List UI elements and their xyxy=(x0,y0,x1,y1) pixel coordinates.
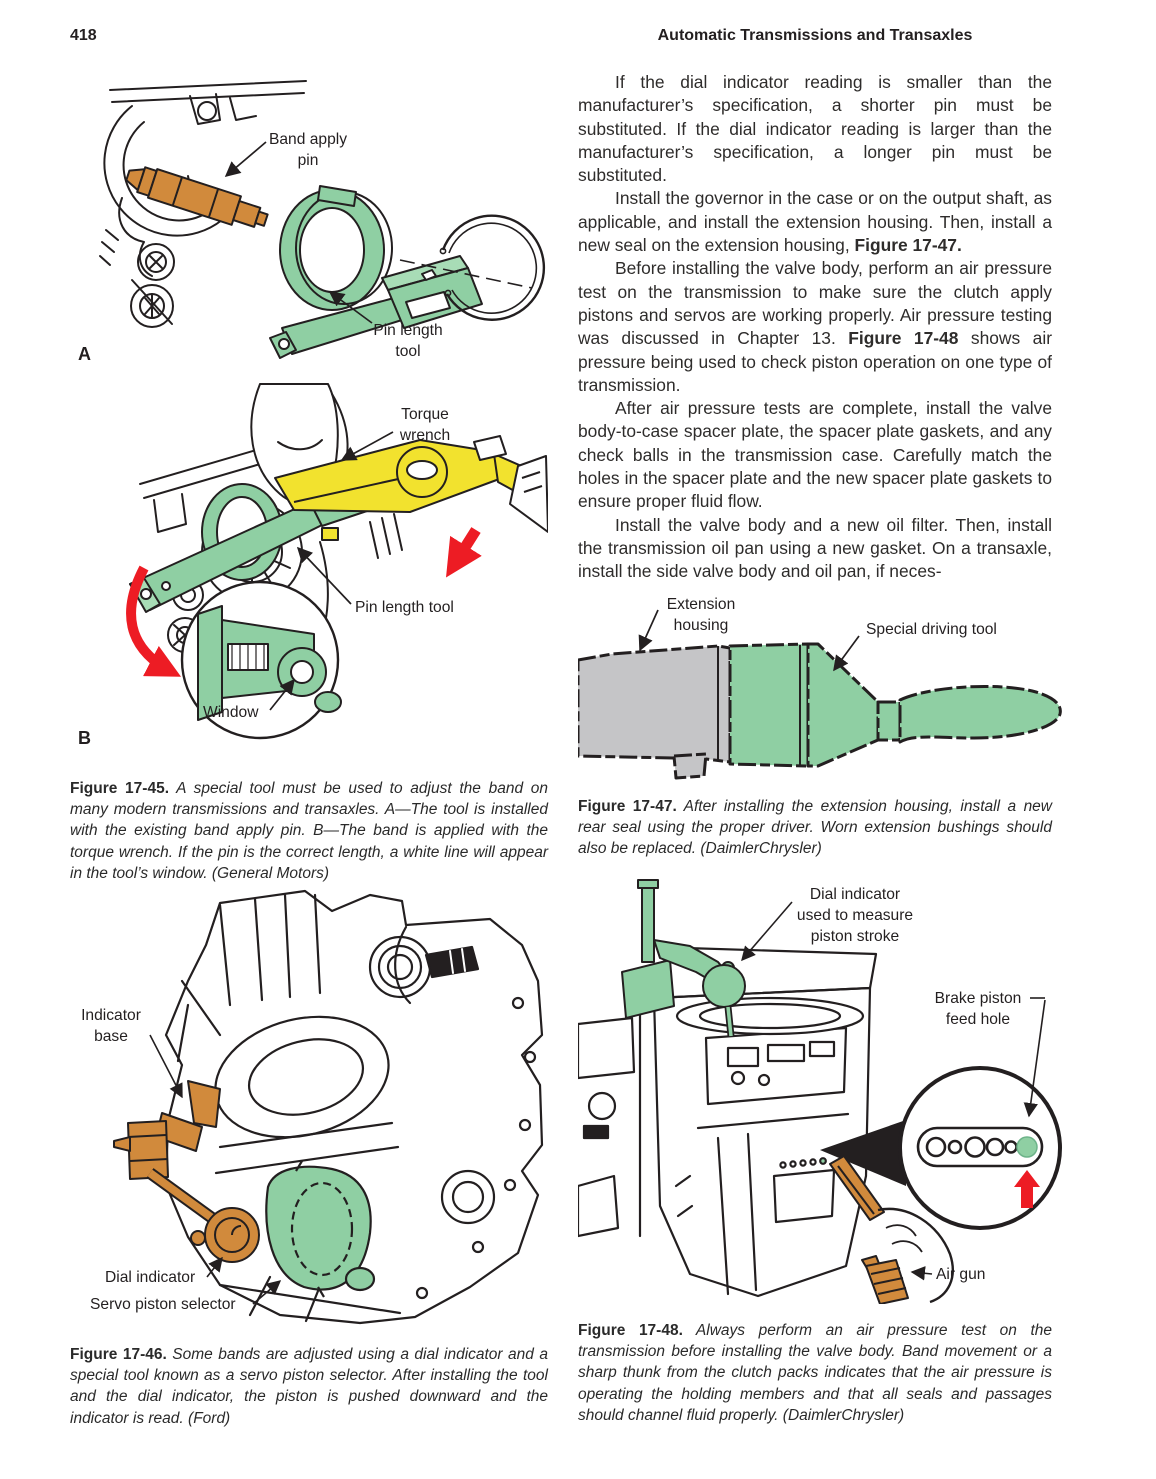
label-band-apply-pin: Band apply pin xyxy=(268,131,348,169)
caption-text: A special tool must be used to adjust th… xyxy=(70,779,548,883)
label-indicator-base: Indicator base xyxy=(81,1007,141,1045)
caption-figure-17-45: Figure 17-45. A special tool must be use… xyxy=(70,778,548,885)
caption-text: Always perform an air pressure test on t… xyxy=(578,1321,1053,1425)
paragraph: Install the governor in the case or on t… xyxy=(578,188,1052,256)
page-number: 418 xyxy=(70,27,97,44)
figure-17-47: Extension housing Special driving tool xyxy=(578,588,1086,782)
caption-figure-17-48: Figure 17-48. Always perform an air pres… xyxy=(578,1320,1052,1427)
label-special-driving-tool: Special driving tool xyxy=(866,621,997,638)
label-air-gun: Air gun xyxy=(936,1266,986,1283)
figure-17-45b-art xyxy=(126,383,548,740)
caption-text: After installing the extension housing, … xyxy=(578,797,1052,858)
caption-label: Figure 17-47. xyxy=(578,797,677,815)
body-text-column: If the dial indicator reading is smaller… xyxy=(578,71,1052,584)
figure-17-48: Dial indicator used to measure piston st… xyxy=(578,876,1086,1304)
label-extension-housing: Extension housing xyxy=(666,596,736,634)
paragraph: After air pressure tests are complete, i… xyxy=(578,398,1052,512)
caption-figure-17-47: Figure 17-47. After installing the exten… xyxy=(578,796,1052,860)
paragraph: Before installing the valve body, perfor… xyxy=(578,258,1052,395)
figure-17-45a-art xyxy=(99,80,546,359)
label-pin-length-tool-b: Pin length tool xyxy=(355,599,454,616)
subfigure-letter-b: B xyxy=(78,728,91,748)
subfigure-letter-a: A xyxy=(78,344,91,364)
figure-17-45b: Torque wrench Pin length tool Window B xyxy=(70,382,548,760)
band-apply-pin-art xyxy=(125,166,269,228)
figure-17-46: Indicator base Dial indicator Servo pist… xyxy=(70,885,548,1330)
label-torque-wrench: Torque wrench xyxy=(399,406,451,444)
caption-label: Figure 17-45. xyxy=(70,779,169,797)
paragraph: If the dial indicator reading is smaller… xyxy=(578,72,1052,186)
figure-17-48-art xyxy=(578,879,1062,1304)
label-servo-piston-selector: Servo piston selector xyxy=(90,1296,236,1313)
label-brake-piston-feed-hole: Brake piston feed hole xyxy=(934,990,1022,1028)
caption-figure-17-46: Figure 17-46. Some bands are adjusted us… xyxy=(70,1344,548,1430)
figure-17-47-art xyxy=(578,609,1062,780)
label-dial-indicator-piston-stroke: Dial indicator used to measure piston st… xyxy=(796,886,914,945)
figure-17-45a: Band apply pin Pin length tool A xyxy=(70,80,548,376)
caption-label: Figure 17-48. xyxy=(578,1321,683,1339)
label-pin-length-tool: Pin length tool xyxy=(373,322,443,360)
label-dial-indicator: Dial indicator xyxy=(105,1269,196,1286)
caption-label: Figure 17-46. xyxy=(70,1345,167,1363)
figure-17-46-art xyxy=(113,889,544,1325)
paragraph: Install the valve body and a new oil fil… xyxy=(578,514,1052,582)
label-window: Window xyxy=(203,704,259,721)
running-title: Automatic Transmissions and Transaxles xyxy=(657,27,973,44)
caption-text: Some bands are adjusted using a dial ind… xyxy=(70,1345,548,1427)
